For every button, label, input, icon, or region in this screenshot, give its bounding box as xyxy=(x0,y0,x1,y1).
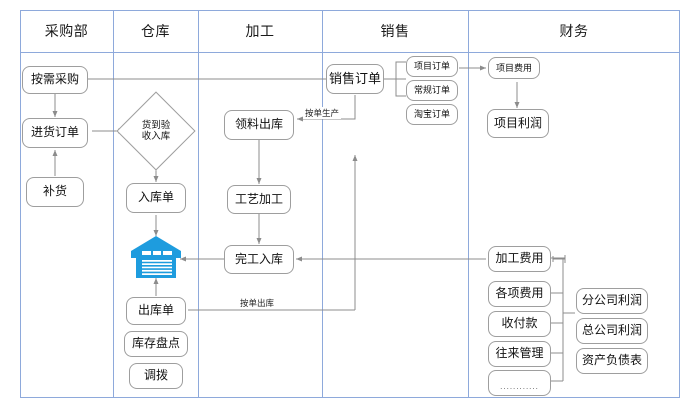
lane-divider-2 xyxy=(198,10,199,398)
lane-title-processing: 加工 xyxy=(245,23,275,39)
lane-title-sales: 销售 xyxy=(380,23,410,39)
node-various-fees[interactable]: 各项费用 xyxy=(488,281,551,307)
node-regular-order[interactable]: 常规订单 xyxy=(406,80,458,101)
node-receipt-payment[interactable]: 收付款 xyxy=(488,311,551,337)
node-replenish[interactable]: 补货 xyxy=(26,177,84,207)
node-material-issue[interactable]: 领料出库 xyxy=(224,110,294,140)
node-project-cost[interactable]: 项目费用 xyxy=(488,57,540,79)
node-finish-inbound[interactable]: 完工入库 xyxy=(224,245,294,274)
lane-title-warehouse: 仓库 xyxy=(141,23,170,39)
node-processing-fee[interactable]: 加工费用 xyxy=(488,246,551,272)
node-balance-sheet[interactable]: 资产负债表 xyxy=(576,348,648,374)
edge-label-ship-to-order: 按单出库 xyxy=(238,297,277,309)
node-process-work[interactable]: 工艺加工 xyxy=(227,185,291,214)
node-inbound-order[interactable]: 入库单 xyxy=(126,183,186,213)
node-on-demand-purchase[interactable]: 按需采购 xyxy=(22,66,88,94)
node-project-profit[interactable]: 项目利润 xyxy=(487,109,549,138)
node-more-items[interactable]: ............ xyxy=(488,370,551,396)
swimlane-frame xyxy=(20,10,680,398)
warehouse-icon xyxy=(129,234,183,280)
node-outbound-order[interactable]: 出库单 xyxy=(126,297,186,325)
node-transfer[interactable]: 调拨 xyxy=(129,363,183,389)
decision-goods-arrival-check-label: 货到验收入库 xyxy=(141,119,171,142)
node-group-profit[interactable]: 总公司利润 xyxy=(576,318,648,344)
lane-header-divider xyxy=(20,52,680,53)
node-project-order[interactable]: 项目订单 xyxy=(406,56,458,77)
edge-label-make-to-order: 按单生产 xyxy=(303,107,342,119)
node-ar-ap-management[interactable]: 往来管理 xyxy=(488,341,551,367)
node-sales-order[interactable]: 销售订单 xyxy=(326,64,384,94)
node-stock-count[interactable]: 库存盘点 xyxy=(124,331,188,357)
node-purchase-order[interactable]: 进货订单 xyxy=(22,118,88,148)
lane-title-finance: 财务 xyxy=(559,23,589,39)
node-branch-profit[interactable]: 分公司利润 xyxy=(576,288,648,314)
lane-divider-3 xyxy=(322,10,323,398)
lane-divider-4 xyxy=(468,10,469,398)
lane-divider-1 xyxy=(113,10,114,398)
node-taobao-order[interactable]: 淘宝订单 xyxy=(406,104,458,125)
lane-title-purchasing: 采购部 xyxy=(44,23,89,39)
